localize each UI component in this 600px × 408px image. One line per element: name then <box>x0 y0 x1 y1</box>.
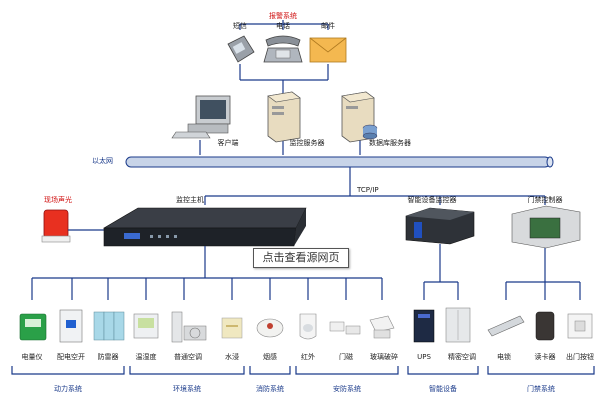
monitor-server-label: 监控服务器 <box>290 138 325 147</box>
exit-button-icon <box>567 313 593 339</box>
circuit-breaker-icon <box>59 309 83 343</box>
door-magnet-label: 门磁 <box>339 352 353 361</box>
card-reader-icon <box>535 311 555 341</box>
database-server-icon <box>341 91 378 143</box>
group-brackets <box>11 366 595 375</box>
door-magnet-icon <box>329 321 361 335</box>
siren-label: 现场声光 <box>44 195 72 204</box>
siren-icon <box>41 209 71 243</box>
access-group-label: 门禁系统 <box>527 384 555 393</box>
exit-button-label: 出门按钮 <box>566 352 594 361</box>
phone-label: 电话 <box>276 21 290 30</box>
ac-label: 普通空调 <box>174 352 202 361</box>
precision-ac-icon <box>445 307 471 343</box>
alarm-tree-lines <box>239 20 329 95</box>
fire-group-label: 消防系统 <box>256 384 284 393</box>
temperature-humidity-sensor-icon <box>133 313 159 339</box>
temp-humidity-label: 温湿度 <box>136 352 157 361</box>
environment-group-label: 环境系统 <box>173 384 201 393</box>
electric-lock-label: 电锁 <box>497 352 511 361</box>
database-server-label: 数据库服务器 <box>369 138 411 147</box>
smoke-label: 烟感 <box>263 352 277 361</box>
email-envelope-icon <box>309 37 347 63</box>
power-group-label: 动力系统 <box>54 384 82 393</box>
smart-group-label: 智能设备 <box>429 384 457 393</box>
smart-controller-label: 智能设备监控器 <box>408 195 457 204</box>
electric-lock-icon <box>487 315 525 337</box>
power-meter-icon <box>19 313 47 341</box>
telephone-icon <box>263 35 303 63</box>
precision-ac-label: 精密空调 <box>448 352 476 361</box>
access-controller-icon <box>511 205 581 249</box>
meter-label: 电量仪 <box>22 352 43 361</box>
tcpip-lines <box>204 167 546 205</box>
air-conditioner-icon <box>171 311 207 343</box>
glass-break-detector-icon <box>369 315 395 339</box>
server-lines <box>199 140 361 155</box>
sms-label: 短信 <box>233 21 247 30</box>
client-pc-icon <box>171 95 231 139</box>
access-controller-label: 门禁控制器 <box>528 195 563 204</box>
infrared-label: 红外 <box>301 352 315 361</box>
email-label: 邮件 <box>321 21 335 30</box>
surge-protector-icon <box>93 311 125 341</box>
breaker-label: 配电空开 <box>57 352 85 361</box>
mobile-phone-icon <box>227 35 255 63</box>
water-leak-sensor-icon <box>221 317 243 339</box>
view-source-tooltip[interactable]: 点击查看源网页 <box>253 248 349 268</box>
monitor-host-icon <box>102 207 307 247</box>
glass-break-label: 玻璃破碎 <box>370 352 398 361</box>
monitor-host-label: 监控主机 <box>176 195 204 204</box>
distribution-lines <box>31 244 581 300</box>
card-reader-label: 读卡器 <box>535 352 556 361</box>
water-leak-label: 水浸 <box>225 352 239 361</box>
client-label: 客户端 <box>218 138 239 147</box>
ethernet-label: 以太网 <box>92 156 113 165</box>
ups-icon <box>413 309 435 343</box>
ups-label: UPS <box>417 353 431 361</box>
surge-label: 防雷器 <box>98 352 119 361</box>
smart-controller-icon <box>405 207 475 245</box>
monitor-server-icon <box>267 91 301 143</box>
infrared-sensor-icon <box>299 313 317 340</box>
smoke-detector-icon <box>256 318 284 338</box>
alarm-system-title: 报警系统 <box>269 11 297 20</box>
tcpip-label: TCP/IP <box>356 186 379 194</box>
ethernet-bus <box>125 156 554 168</box>
security-group-label: 安防系统 <box>333 384 361 393</box>
